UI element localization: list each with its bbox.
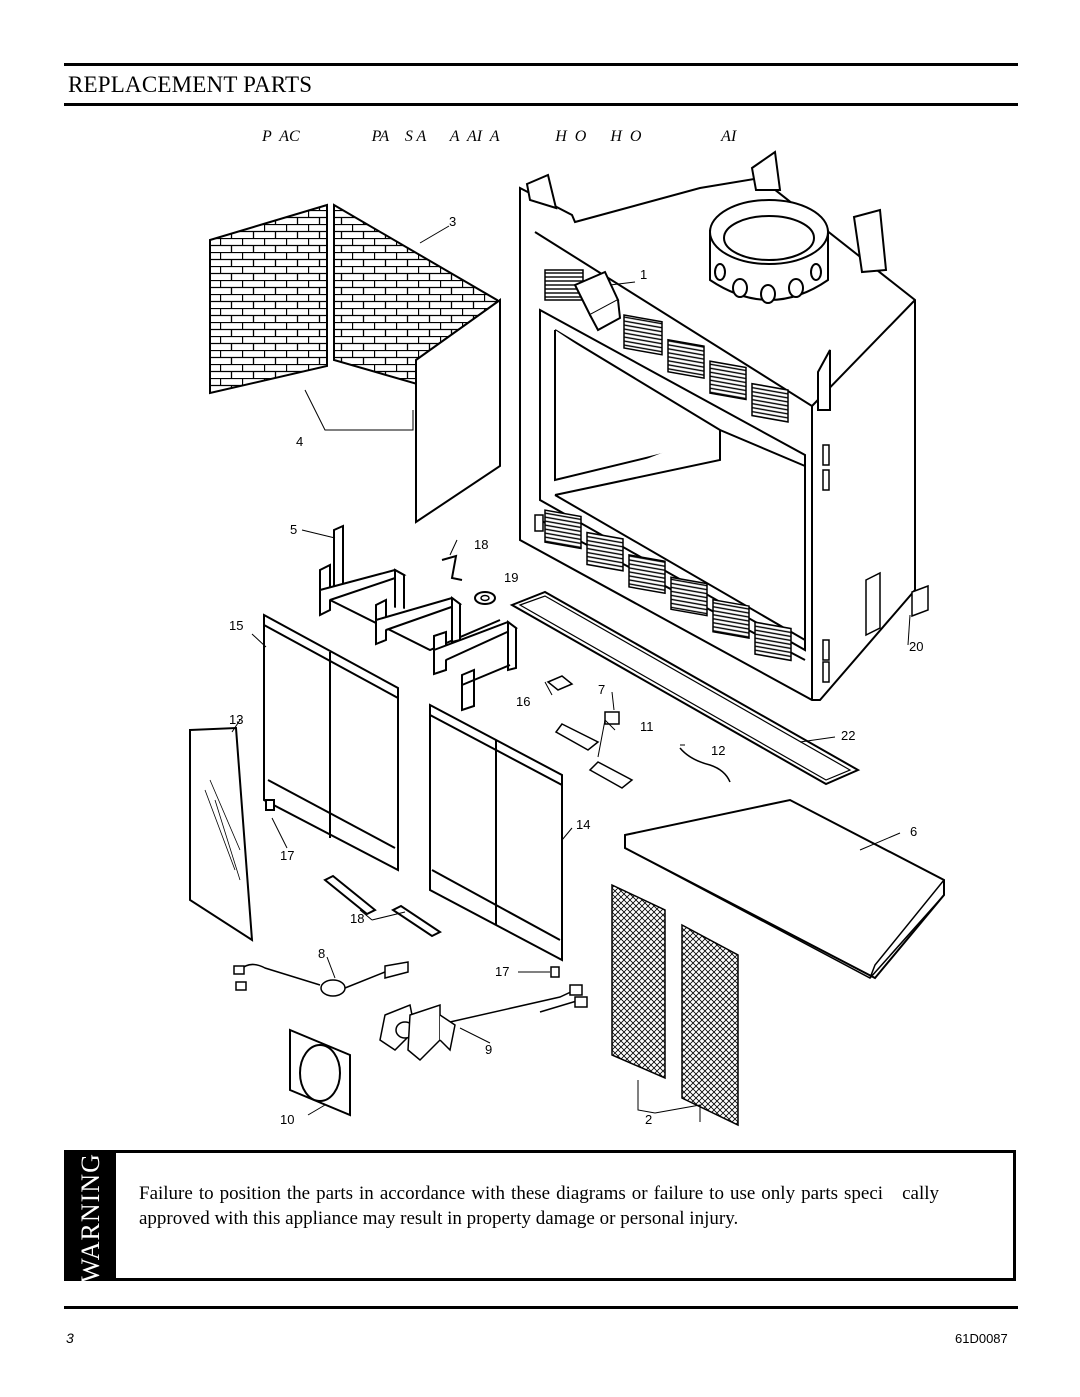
- label-5: 5: [290, 522, 297, 537]
- label-19: 18: [474, 537, 488, 552]
- label-3: 3: [449, 214, 456, 229]
- footer-rule: [64, 1306, 1018, 1309]
- label-2: 2: [645, 1112, 652, 1127]
- fan-wiring: [233, 961, 588, 1023]
- label-10: 10: [280, 1112, 294, 1127]
- label-14: 14: [576, 817, 590, 832]
- label-7: 7: [598, 682, 605, 697]
- label-16: 16: [516, 694, 530, 709]
- door-frame-right: [429, 703, 563, 962]
- glass-panel-13: [189, 726, 254, 942]
- label-12: 12: [711, 743, 725, 758]
- warning-text: Failure to position the parts in accorda…: [139, 1183, 939, 1229]
- exploded-parts-diagram: 3 1 4 5 18 19 15 20 7 16 13 11 22 12 14 …: [189, 150, 945, 1127]
- label-17a: 17: [280, 848, 294, 863]
- label-21: 20: [909, 639, 923, 654]
- page-title: REPLACEMENT PARTS: [68, 72, 313, 97]
- label-18: 18: [350, 911, 364, 926]
- log-grate: [319, 524, 518, 712]
- page-number: 3: [66, 1330, 74, 1346]
- label-8: 8: [318, 946, 325, 961]
- side-panel: [415, 298, 501, 524]
- hearth-plate-6-edge: [624, 847, 945, 979]
- blower-9: [379, 1003, 456, 1062]
- handles-18: [323, 874, 442, 938]
- junction-box: [573, 270, 622, 332]
- leader-lines: [231, 225, 911, 1122]
- label-11: 11: [640, 719, 654, 734]
- door-frame-left: [263, 613, 399, 872]
- label-1: 1: [640, 267, 647, 282]
- hearth-plate-6: [624, 798, 945, 980]
- bottom-louvers: [544, 509, 792, 662]
- warning-tab: WARNING: [67, 1153, 116, 1283]
- brick-panel-left: [209, 203, 328, 395]
- label-17b: 17: [495, 964, 509, 979]
- bracket-19: [441, 554, 463, 581]
- document-code: 61D0087: [955, 1331, 1008, 1346]
- warning-label: WARNING: [76, 1153, 105, 1283]
- mesh-screens-2: [611, 883, 739, 1127]
- top-rule: [64, 63, 1018, 66]
- top-louvers: [544, 269, 789, 423]
- flue-collar: [709, 199, 829, 304]
- label-22: 22: [841, 728, 855, 743]
- switches-and-wire: [546, 675, 731, 789]
- label-9: 9: [485, 1042, 492, 1057]
- label-4: 4: [296, 434, 303, 449]
- label-15: 15: [229, 618, 243, 633]
- grommet-20-hole: [480, 594, 490, 602]
- label-13: 13: [229, 712, 243, 727]
- glass-reflection: [204, 779, 241, 881]
- label-20: 19: [504, 570, 518, 585]
- subheading: P AC PA S A A AI A H O H O AI: [262, 128, 737, 145]
- part-labels: 3 1 4 5 18 19 15 20 7 16 13 11 22 12 14 …: [229, 214, 923, 1127]
- plate-21: [911, 584, 929, 618]
- title-rule: [64, 103, 1018, 106]
- side-slots: [534, 444, 881, 683]
- label-6: 6: [910, 824, 917, 839]
- hearth-strip-22-inner: [518, 595, 852, 781]
- gasket-10: [289, 1028, 351, 1117]
- warning-box: WARNING Failure to position the parts in…: [64, 1150, 1016, 1283]
- foot-17: [550, 966, 560, 978]
